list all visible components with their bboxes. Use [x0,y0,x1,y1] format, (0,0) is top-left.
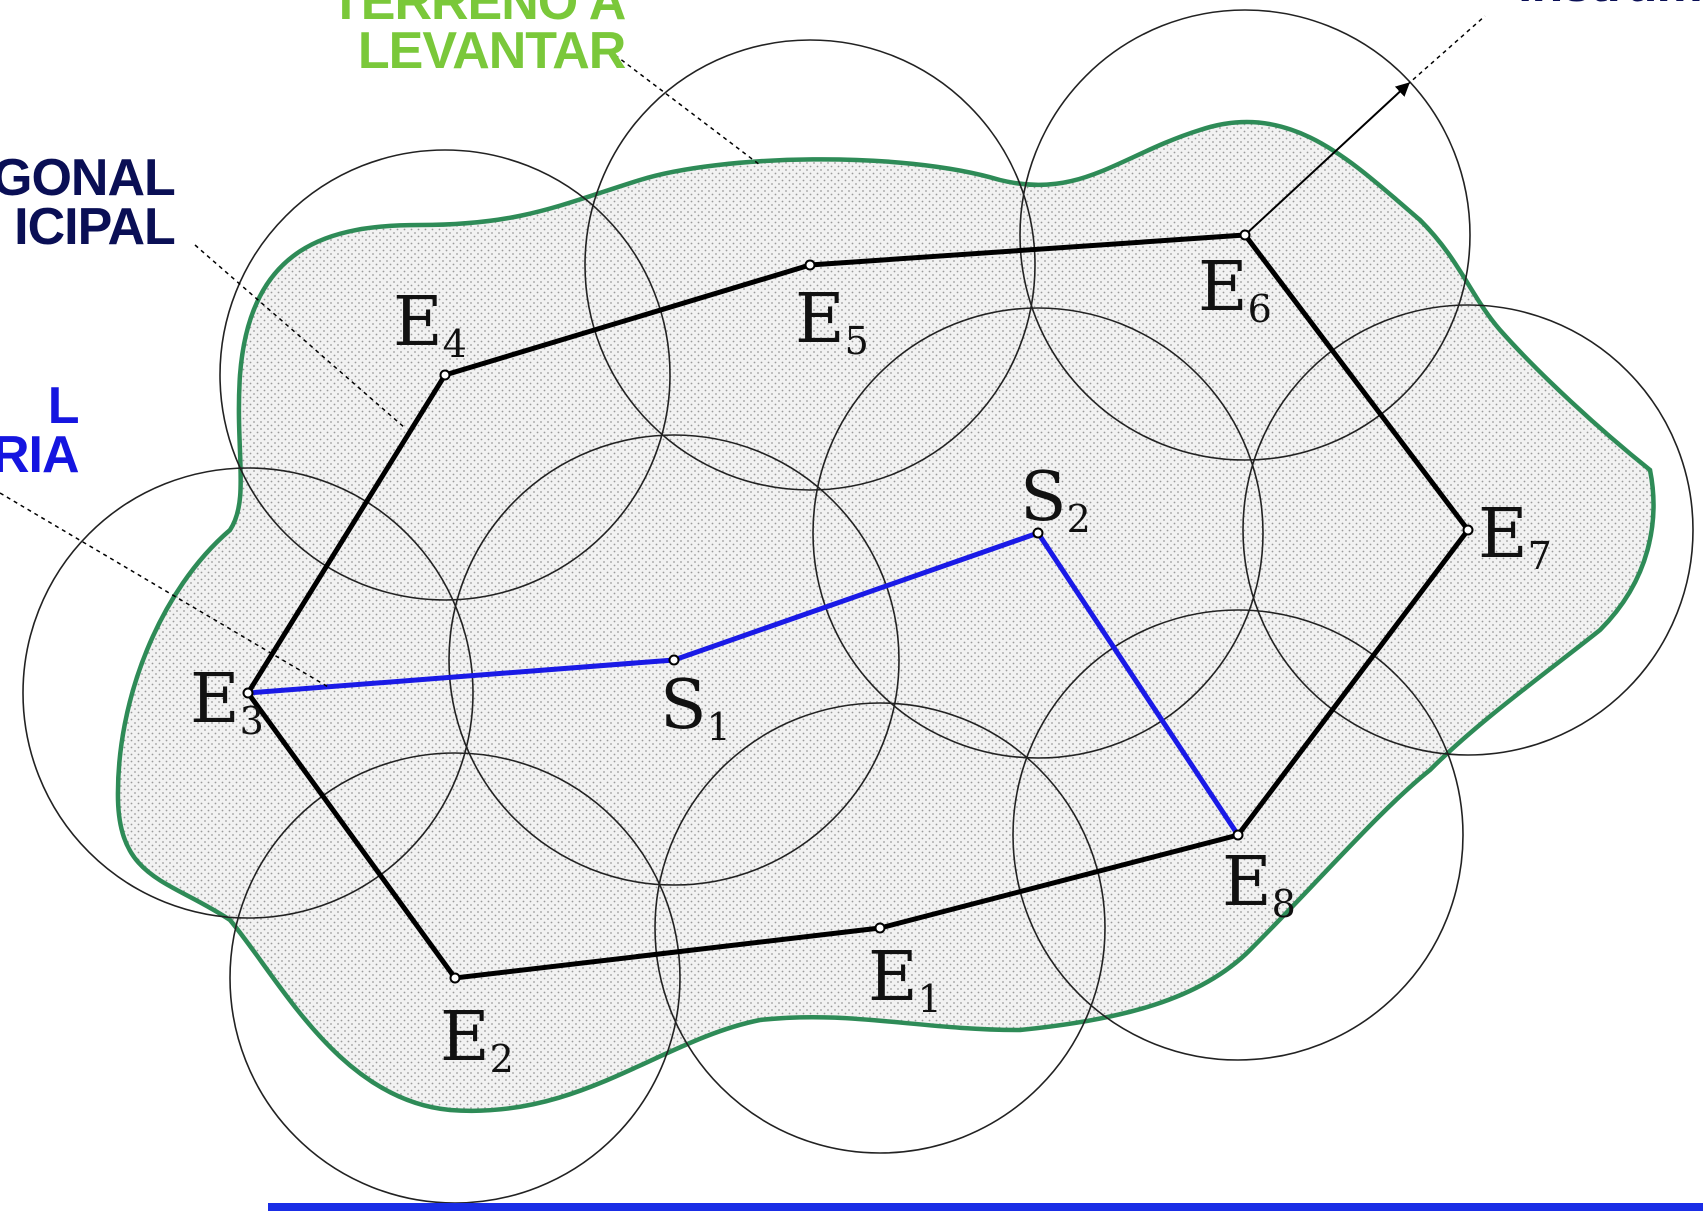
station-point-e7 [1462,524,1474,536]
station-point-e3 [242,687,254,699]
principal-traverse-label: GONAL ICIPAL [0,149,176,257]
station-point-e5 [804,259,816,271]
principal-leader-line [194,244,406,429]
station-point-e4 [439,369,451,381]
range-circle [1019,9,1471,461]
secondary-traverse [247,529,1241,837]
range-circle [219,149,671,601]
station-point-s2 [1032,527,1044,539]
bottom-rule [268,1203,1703,1211]
range-circle [584,39,1036,491]
terrain-to-survey-label: TERRENO A LEVANTAR [330,0,626,81]
station-label-e1: E1 [868,938,942,1021]
station-label-e6: E6 [1198,248,1272,331]
station-label-e5: E5 [795,280,869,363]
principal-label-line-1: GONAL [0,149,176,207]
terreno-leader-line [614,54,761,166]
instrument-range-label: instrum [1518,0,1703,10]
range-circle [22,467,474,919]
station-point-e1 [874,922,886,934]
range-circle [1242,304,1694,756]
range-circle [812,307,1264,759]
range-circle [448,434,900,886]
station-label-s2: S2 [1020,458,1091,541]
station-label-e7: E7 [1478,495,1552,578]
terrain-label-line-1: TERRENO A [330,0,626,31]
station-point-s1 [668,654,680,666]
station-label-s1: S1 [660,666,731,749]
station-label-e3: E3 [190,660,264,743]
instrument-label-text: instrum [1518,0,1703,10]
station-point-e2 [449,972,461,984]
principal-label-line-2: ICIPAL [14,198,176,257]
station-label-e2: E2 [440,998,514,1081]
secondary-label-line-1: L [47,377,80,435]
instrument-leader-line [1406,15,1486,86]
range-circle [1012,609,1464,1061]
terrain-area [115,119,1656,1114]
station-label-e4: E4 [393,283,467,366]
secondary-traverse-label: L RIA [0,377,80,485]
terrain-label-line-2: LEVANTAR [357,22,626,81]
station-point-e6 [1239,229,1251,241]
range-circle [654,702,1106,1154]
range-radius-arrow [1244,82,1410,236]
station-point-e8 [1232,829,1244,841]
secondary-label-line-2: RIA [0,426,80,485]
instrument-range-circles [22,9,1694,1204]
station-label-e8: E8 [1222,843,1296,926]
